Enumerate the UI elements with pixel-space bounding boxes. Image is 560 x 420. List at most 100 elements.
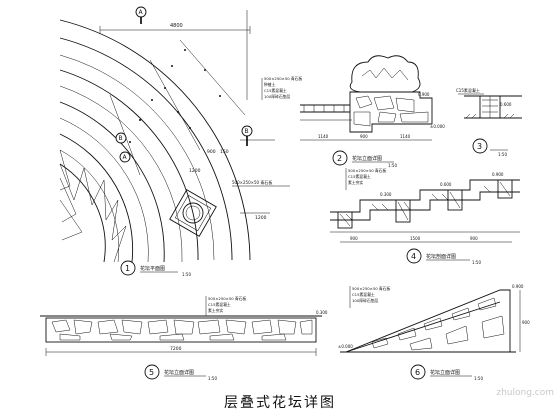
elevation-5-view: 500×250×50 青石板 C15素混凝土 素土夯实 0.300 7200 5… [40, 296, 328, 381]
svg-text:100厚碎石垫层: 100厚碎石垫层 [264, 94, 290, 99]
svg-text:1140: 1140 [400, 134, 411, 139]
svg-text:100厚碎石垫层: 100厚碎石垫层 [352, 298, 378, 303]
view-5-number: 5 [149, 368, 154, 377]
view-5-number-bubble [144, 364, 160, 380]
view-3-number-bubble [472, 138, 488, 154]
plan-arc-7 [59, 117, 149, 263]
section-mark-a-label: A [139, 9, 144, 16]
svg-text:C15素混凝土: C15素混凝土 [456, 87, 480, 93]
view-2-number-bubble [332, 150, 348, 166]
svg-text:C15素混凝土: C15素混凝土 [348, 174, 371, 179]
plan-radial-dim-1 [179, 39, 246, 116]
elevation-5-stone-pattern [51, 319, 313, 341]
svg-text:0.300: 0.300 [316, 310, 328, 315]
svg-text:0.600: 0.600 [500, 102, 512, 107]
svg-text:1200: 1200 [189, 168, 201, 174]
elevation-5-wall [45, 317, 317, 343]
svg-text:900: 900 [470, 236, 478, 241]
section-4-footing-4 [497, 179, 513, 199]
plan-note: 500×250×50 青石板 [232, 179, 272, 185]
view-4-number: 4 [411, 252, 416, 261]
svg-text:±0.000: ±0.000 [430, 124, 445, 129]
svg-text:素土夯实: 素土夯实 [208, 308, 223, 313]
view-5-label: 花坛立面详图 [164, 369, 194, 376]
svg-text:素土夯实: 素土夯实 [348, 180, 363, 185]
plan-radial-dim-2 [149, 59, 201, 151]
view-4-scale: 1:50 [472, 260, 481, 265]
section-4-view: 500×250×50 青石板 C15素混凝土 素土夯实 0.900 0.600 … [330, 168, 520, 265]
view-6-number: 6 [415, 368, 420, 377]
view-1-scale: 1:50 [182, 272, 191, 277]
svg-text:500×250×50 青石板: 500×250×50 青石板 [208, 296, 246, 301]
view-1-number-bubble [120, 260, 136, 276]
stone-wall [349, 91, 433, 133]
detail-3-view: 0.600 C15素混凝土 3 1:50 [456, 87, 522, 157]
svg-text:500×250×50 青石板: 500×250×50 青石板 [348, 168, 386, 173]
svg-text:900: 900 [522, 320, 530, 325]
section-4-bottom-profile [330, 191, 520, 221]
plan-arc-4 [59, 69, 199, 261]
svg-text:C15素混凝土: C15素混凝土 [264, 88, 287, 93]
section-mark-a-left [119, 151, 131, 163]
plan-arc-9 [59, 149, 120, 263]
plan-arc-2 [59, 37, 233, 261]
elevation-5-dim-total: 7200 [170, 346, 182, 352]
plan-arc-3 [59, 54, 215, 261]
drawing-title: 层叠式花坛详图 [224, 395, 336, 411]
section-4-footing-2 [395, 199, 411, 223]
view-2-label: 花坛立面详图 [352, 155, 382, 162]
view-2-scale: 1:50 [388, 163, 397, 168]
elevation-6-stone-pattern [371, 297, 505, 351]
plan-arc-inner [59, 163, 106, 263]
svg-text:0.300: 0.300 [380, 192, 392, 197]
svg-text:种植土: 种植土 [264, 82, 276, 87]
svg-text:B: B [245, 128, 249, 135]
svg-text:1500: 1500 [410, 236, 421, 241]
svg-text:0.900: 0.900 [492, 172, 504, 177]
svg-text:C15素混凝土: C15素混凝土 [208, 302, 231, 307]
plan-arc-5 [59, 85, 183, 263]
svg-text:900: 900 [350, 236, 358, 241]
svg-text:1200: 1200 [255, 215, 267, 221]
elevation-6-view: 500×250×50 青石板 C15素混凝土 100厚碎石垫层 0.900 ±0… [338, 284, 530, 381]
plan-ray-pattern [59, 149, 127, 263]
svg-text:0.900: 0.900 [418, 92, 430, 97]
svg-text:1140: 1140 [318, 134, 329, 139]
svg-text:500×250×50 青石板: 500×250×50 青石板 [352, 286, 390, 291]
svg-text:±0.000: ±0.000 [338, 344, 353, 349]
svg-text:500×250×50 青石板: 500×250×50 青石板 [264, 76, 302, 81]
svg-text:0.900: 0.900 [512, 284, 524, 289]
view-3-number: 3 [477, 142, 482, 151]
svg-text:900: 900 [360, 134, 368, 139]
svg-text:900: 900 [207, 149, 216, 155]
watermark: zhulong.com [496, 388, 554, 398]
plan-arc-6 [59, 101, 165, 263]
svg-text:0.600: 0.600 [440, 182, 452, 187]
view-6-label: 花坛立面详图 [430, 369, 460, 376]
plan-arc-outer [59, 19, 251, 261]
plan-view: 4800 900 150 1200 A B A B [59, 6, 290, 277]
elevation-2-view: 500×250×50 青石板 种植土 C15素混凝土 100厚碎石垫层 0.90… [261, 55, 445, 168]
svg-text:150: 150 [220, 149, 229, 155]
plan-arc-8 [59, 133, 134, 263]
view-6-scale: 1:50 [474, 376, 483, 381]
section-mark-b-left [115, 132, 127, 144]
view-1-label: 花坛平面图 [140, 265, 165, 272]
view-5-scale: 1:50 [208, 376, 217, 381]
section-mark-b-label: B [119, 135, 123, 142]
plan-dots [129, 49, 221, 143]
view-1-number: 1 [125, 264, 130, 273]
stone-wall-pattern [353, 95, 429, 127]
section-4-hatch [339, 181, 511, 227]
elevation-2-notes: 500×250×50 青石板 种植土 C15素混凝土 100厚碎石垫层 [261, 76, 302, 100]
svg-text:A: A [123, 154, 128, 161]
plan-dim-top: 4800 [170, 23, 183, 29]
view-4-label: 花坛剖面详图 [426, 253, 456, 260]
section-4-top-profile [330, 179, 520, 213]
view-4-number-bubble [406, 248, 422, 264]
view-6-number-bubble [410, 364, 426, 380]
view-2-number: 2 [337, 154, 342, 163]
plan-column-pier [169, 189, 217, 237]
